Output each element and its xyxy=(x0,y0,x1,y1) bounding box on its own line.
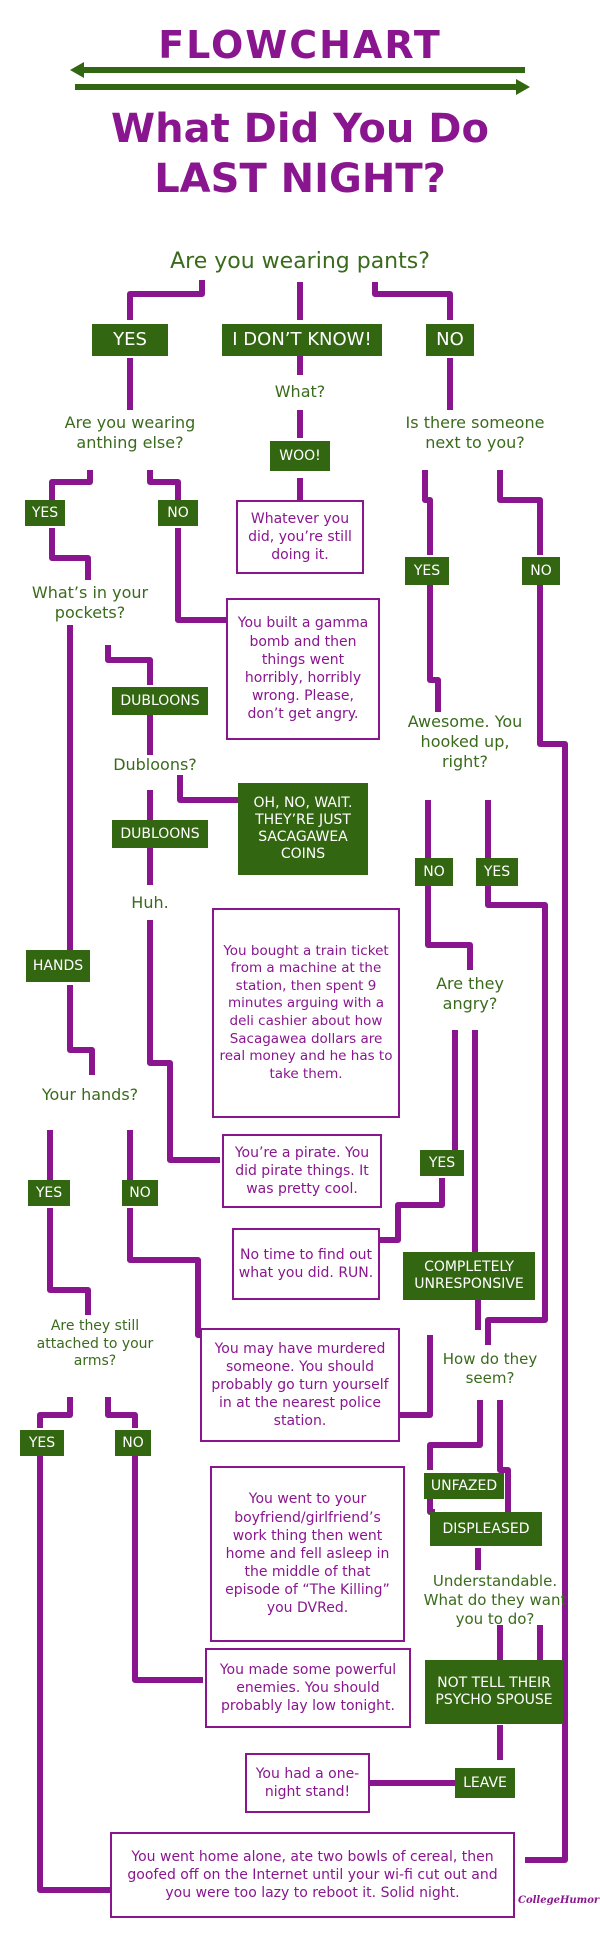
label-no-pants: NO xyxy=(426,324,474,356)
outcome-home-alone: You went home alone, ate two bowls of ce… xyxy=(110,1832,515,1918)
label-dubloons-1: DUBLOONS xyxy=(112,687,208,715)
collegehumor-watermark: CollegeHumor xyxy=(518,1895,600,1906)
question-wearing-else: Are you wearing anthing else? xyxy=(64,413,196,452)
question-pockets: What’s in your pockets? xyxy=(31,583,149,622)
label-yes-else: YES xyxy=(25,500,65,526)
header-arrow-decoration xyxy=(70,62,530,95)
question-understandable: Understandable. What do they want you to… xyxy=(423,1572,567,1628)
label-psycho-spouse: NOT TELL THEIR PSYCHO SPOUSE xyxy=(425,1660,563,1724)
question-seem: How do they seem? xyxy=(442,1350,538,1387)
label-no-else: NO xyxy=(158,500,198,526)
label-unfazed: UNFAZED xyxy=(424,1473,504,1499)
label-no-next: NO xyxy=(522,557,560,585)
outcome-gamma-bomb: You built a gamma bomb and then things w… xyxy=(226,598,380,740)
question-huh: Huh. xyxy=(131,893,169,912)
question-pants: Are you wearing pants? xyxy=(170,249,430,274)
page-title-line1: What Did You Do xyxy=(111,106,489,152)
question-attached: Are they still attached to your arms? xyxy=(36,1318,154,1369)
label-hands: HANDS xyxy=(26,950,90,982)
label-sacagawea: OH, NO, WAIT. THEY’RE JUST SACAGAWEA COI… xyxy=(238,783,368,875)
label-leave: LEAVE xyxy=(455,1768,515,1798)
flowchart-title: FLOWCHART xyxy=(158,23,442,67)
outcome-one-night-stand: You had a one-night stand! xyxy=(245,1753,370,1813)
page-title-line2: LAST NIGHT? xyxy=(154,156,446,202)
outcome-pirate: You’re a pirate. You did pirate things. … xyxy=(222,1134,382,1208)
question-awesome: Awesome. You hooked up, right? xyxy=(407,712,523,771)
label-dubloons-2: DUBLOONS xyxy=(112,820,208,848)
label-yes-hands: YES xyxy=(28,1180,70,1206)
outcome-still-doing: Whatever you did, you’re still doing it. xyxy=(236,500,364,574)
outcome-boyfriend: You went to your boyfriend/girlfriend’s … xyxy=(210,1466,405,1642)
label-yes-pants: YES xyxy=(92,324,168,356)
label-no-attached: NO xyxy=(115,1430,151,1456)
label-yes-hooked: YES xyxy=(476,858,518,886)
label-no-hands: NO xyxy=(122,1180,158,1206)
label-displeased: DISPLEASED xyxy=(430,1512,542,1546)
outcome-enemies: You made some powerful enemies. You shou… xyxy=(205,1648,411,1728)
question-dubloons: Dubloons? xyxy=(113,755,197,774)
label-dont-know: I DON’T KNOW! xyxy=(222,324,382,356)
outcome-train-ticket: You bought a train ticket from a machine… xyxy=(212,908,400,1118)
question-angry: Are they angry? xyxy=(436,974,504,1013)
label-yes-attached: YES xyxy=(20,1430,64,1456)
question-your-hands: Your hands? xyxy=(41,1085,139,1104)
question-what: What? xyxy=(274,382,326,401)
label-yes-angry: YES xyxy=(420,1150,464,1176)
label-woo: WOO! xyxy=(270,441,330,471)
question-someone-next: Is there someone next to you? xyxy=(405,413,545,452)
outcome-no-time: No time to find out what you did. RUN. xyxy=(232,1228,380,1300)
label-completely-unresponsive: COMPLETELY UNRESPONSIVE xyxy=(403,1252,535,1300)
label-no-hooked: NO xyxy=(415,858,453,886)
outcome-murdered: You may have murdered someone. You shoul… xyxy=(200,1328,400,1442)
label-yes-next: YES xyxy=(405,557,449,585)
